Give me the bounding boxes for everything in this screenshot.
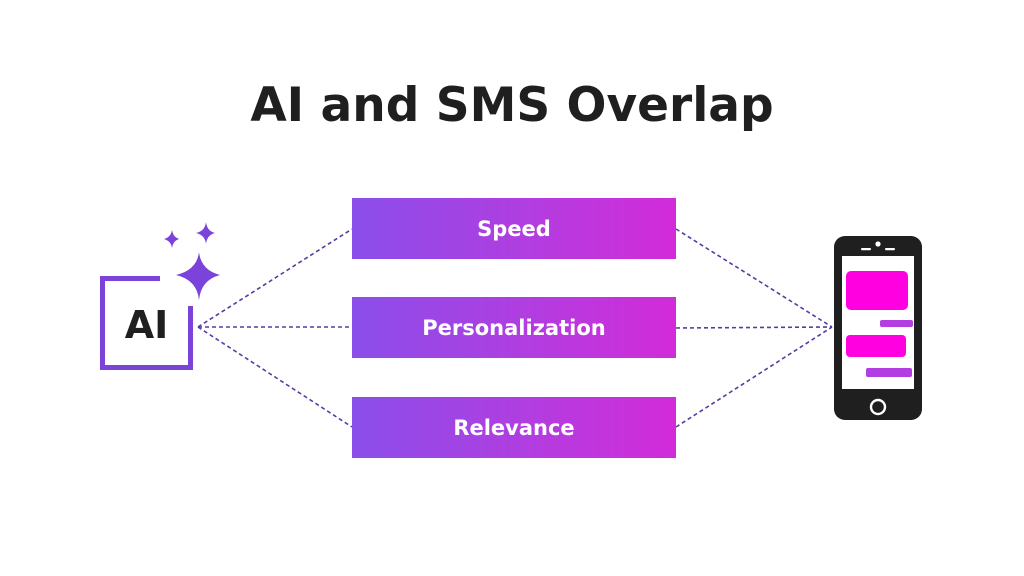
ai-sparkle-icon <box>164 222 220 300</box>
connector-ai-speed <box>197 228 353 328</box>
phone-home-button-icon <box>869 398 887 416</box>
phone-speaker <box>861 248 871 251</box>
connector-personalization-phone <box>675 326 833 329</box>
ai-badge-label: AI <box>124 303 169 347</box>
phone-camera-icon <box>875 241 881 247</box>
pillar-label: Personalization <box>422 315 606 340</box>
sparkle-small-left-icon <box>164 230 179 248</box>
pillar-relevance: Relevance <box>352 397 676 458</box>
sms-bubble-medium <box>846 335 906 357</box>
pillar-speed: Speed <box>352 198 676 259</box>
connector-speed-phone <box>675 228 833 328</box>
connector-ai-relevance <box>197 326 353 428</box>
pillar-personalization: Personalization <box>352 297 676 358</box>
sms-bubble-small <box>866 368 912 377</box>
ai-badge-frame <box>100 276 193 370</box>
connector-relevance-phone <box>675 326 833 428</box>
pillar-label: Speed <box>477 216 551 241</box>
smartphone-sms-icon <box>834 236 922 420</box>
sms-bubble-large <box>846 271 908 310</box>
pillar-label: Relevance <box>453 415 575 440</box>
page-title: AI and SMS Overlap <box>250 78 774 133</box>
sparkle-large-icon <box>176 252 220 300</box>
sparkle-small-right-icon <box>196 222 215 244</box>
phone-speaker <box>885 248 895 251</box>
sms-bubble-small <box>880 320 913 327</box>
